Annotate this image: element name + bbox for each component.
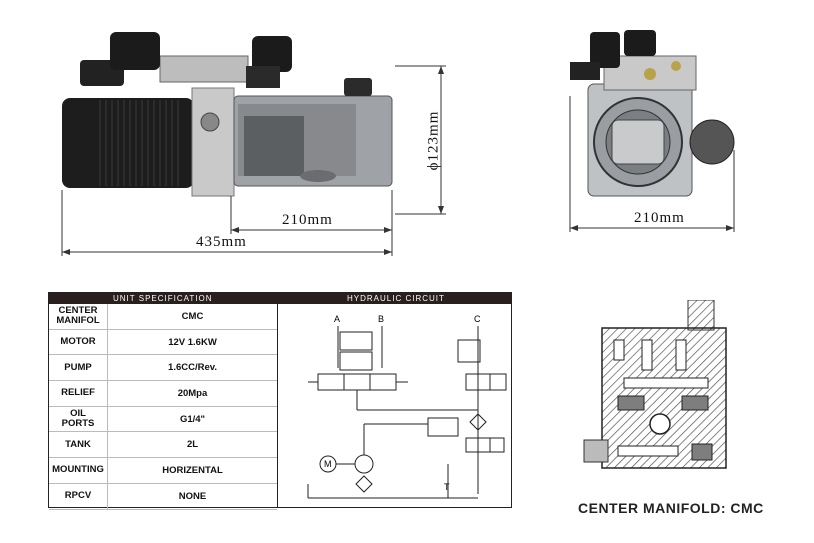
spec-row-value: CMC: [107, 304, 277, 330]
dim-diameter-123: ϕ123mm: [425, 110, 442, 171]
spec-row-label: MOTOR: [49, 329, 108, 356]
spec-row-label: RELIEF: [49, 380, 108, 407]
spec-row-label: MOUNTING: [49, 457, 108, 484]
circuit-label-a: A: [334, 314, 340, 324]
center-manifold-caption: CENTER MANIFOLD: CMC: [578, 500, 764, 516]
spec-row-value: 2L: [107, 431, 277, 459]
spec-panel: UNIT SPECIFICATION HYDRAULIC CIRCUIT CEN…: [48, 292, 512, 510]
dim-210-left: 210mm: [282, 212, 333, 228]
dim-210-right: 210mm: [634, 210, 685, 226]
unit-spec-heading: UNIT SPECIFICATION: [113, 294, 213, 303]
circuit-label-c: C: [474, 314, 481, 324]
spec-header: UNIT SPECIFICATION HYDRAULIC CIRCUIT: [49, 293, 511, 304]
spec-row-value: 1.6CC/Rev.: [107, 354, 277, 382]
manifold-cross-section: [583, 300, 727, 469]
hydraulic-circuit-heading: HYDRAULIC CIRCUIT: [347, 294, 445, 303]
spec-row-label: RPCV: [49, 483, 108, 510]
side-view-drawing: [61, 30, 735, 256]
spec-row-value: G1/4": [107, 406, 277, 433]
circuit-label-b: B: [378, 314, 384, 324]
hydraulic-circuit-diagram: A B C M T: [307, 314, 507, 499]
spec-row-label: PUMP: [49, 354, 108, 382]
dim-435: 435mm: [196, 234, 247, 250]
spec-row-label: TANK: [49, 431, 108, 459]
circuit-label-m: M: [324, 459, 332, 469]
spec-row-value: 20Mpa: [107, 380, 277, 407]
spec-row-value: HORIZENTAL: [107, 457, 277, 484]
circuit-label-t: T: [444, 482, 450, 492]
spec-divider: [277, 293, 278, 507]
spec-row-value: 12V 1.6KW: [107, 329, 277, 356]
spec-row-value: NONE: [107, 483, 277, 510]
